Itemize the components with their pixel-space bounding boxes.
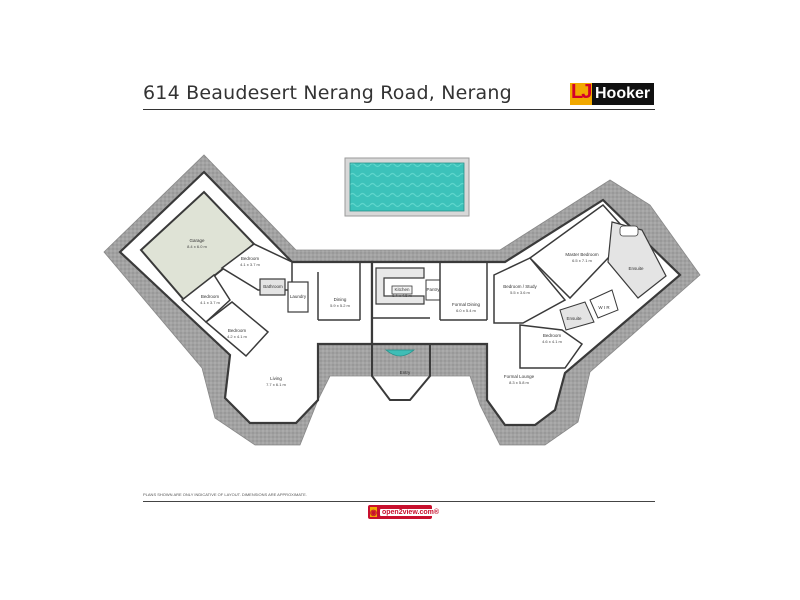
bedroom-b-label: Bedroom xyxy=(201,294,220,299)
logo-mark-text: LJ xyxy=(571,81,592,103)
dining-label: Dining xyxy=(334,297,347,302)
kitchen-label: Kitchen xyxy=(394,287,410,292)
bedroom-c-dims: 4.2 x 4.1 m xyxy=(227,334,247,339)
garage-dims: 8.4 x 6.0 m xyxy=(187,244,207,249)
bathtub xyxy=(619,225,639,237)
dining-dims: 5.9 x 5.2 m xyxy=(330,303,350,308)
garage-label: Garage xyxy=(189,238,205,243)
footer-divider xyxy=(143,501,655,502)
kitchen-island xyxy=(391,285,413,295)
bedroom-d-label: Bedroom xyxy=(543,333,562,338)
bedroom-a-dims: 4.1 x 3.7 m xyxy=(240,262,260,267)
laundry-label: Laundry xyxy=(290,294,307,299)
logo-mark-icon: LJ xyxy=(570,81,592,105)
master-bedroom-dims: 6.5 x 7.1 m xyxy=(572,258,592,263)
entry-bay xyxy=(371,344,431,401)
kitchen-dims: 6.4 x 4.5 m xyxy=(392,293,412,298)
wir-label: W I R xyxy=(598,305,610,310)
formal-dining-label: Formal Dining xyxy=(452,302,481,307)
laundry xyxy=(287,281,309,313)
formal-dining-dims: 6.0 x 5.4 m xyxy=(456,308,476,313)
pantry-label: Pantry xyxy=(426,287,440,292)
formal-lounge-label: Formal Lounge xyxy=(504,374,535,379)
bedroom-study xyxy=(493,257,567,324)
disclaimer-text: PLANS SHOWN ARE ONLY INDICATIVE OF LAYOU… xyxy=(143,492,307,497)
formal-lounge-dims: 8.3 x 5.8 m xyxy=(509,380,529,385)
kitchen-counter xyxy=(375,267,425,305)
title-divider xyxy=(143,109,655,110)
entry-label: Entry xyxy=(400,370,411,375)
bathroom xyxy=(259,278,286,296)
pool xyxy=(344,157,470,217)
open2view-text: open2view.com® xyxy=(379,508,442,516)
lj-hooker-logo: LJ Hooker xyxy=(570,81,657,105)
logo-word: Hooker xyxy=(592,83,655,105)
bathroom-label: Bathroom xyxy=(263,284,283,289)
bedroom-c xyxy=(204,301,270,358)
bedroom-study-dims: 5.5 x 3.6 m xyxy=(510,290,530,295)
entry-feature xyxy=(384,349,416,357)
living-label: Living xyxy=(270,376,282,381)
ensuite-small-label: Ensuite xyxy=(566,316,582,321)
master-bedroom-label: Master Bedroom xyxy=(565,252,599,257)
bedroom-c-label: Bedroom xyxy=(228,328,247,333)
bedroom-d xyxy=(519,324,584,369)
bedroom-study-label: Bedroom / Study xyxy=(503,284,537,289)
open2view-badge[interactable]: ◉ open2view.com® xyxy=(368,505,442,519)
ensuite-master-label: Ensuite xyxy=(628,266,644,271)
interior-walls xyxy=(317,262,488,321)
page-title: 614 Beaudesert Nerang Road, Nerang xyxy=(143,82,512,104)
bedroom-b xyxy=(180,273,231,324)
bedroom-b-dims: 4.1 x 3.7 m xyxy=(200,300,220,305)
ensuite-small xyxy=(559,301,595,331)
bedroom-a-label: Bedroom xyxy=(241,256,260,261)
bedroom-d-dims: 4.6 x 4.1 m xyxy=(542,339,562,344)
wir xyxy=(589,289,619,319)
living-dims: 7.7 x 6.1 m xyxy=(266,382,286,387)
open2view-mark-icon: ◉ xyxy=(370,507,377,517)
